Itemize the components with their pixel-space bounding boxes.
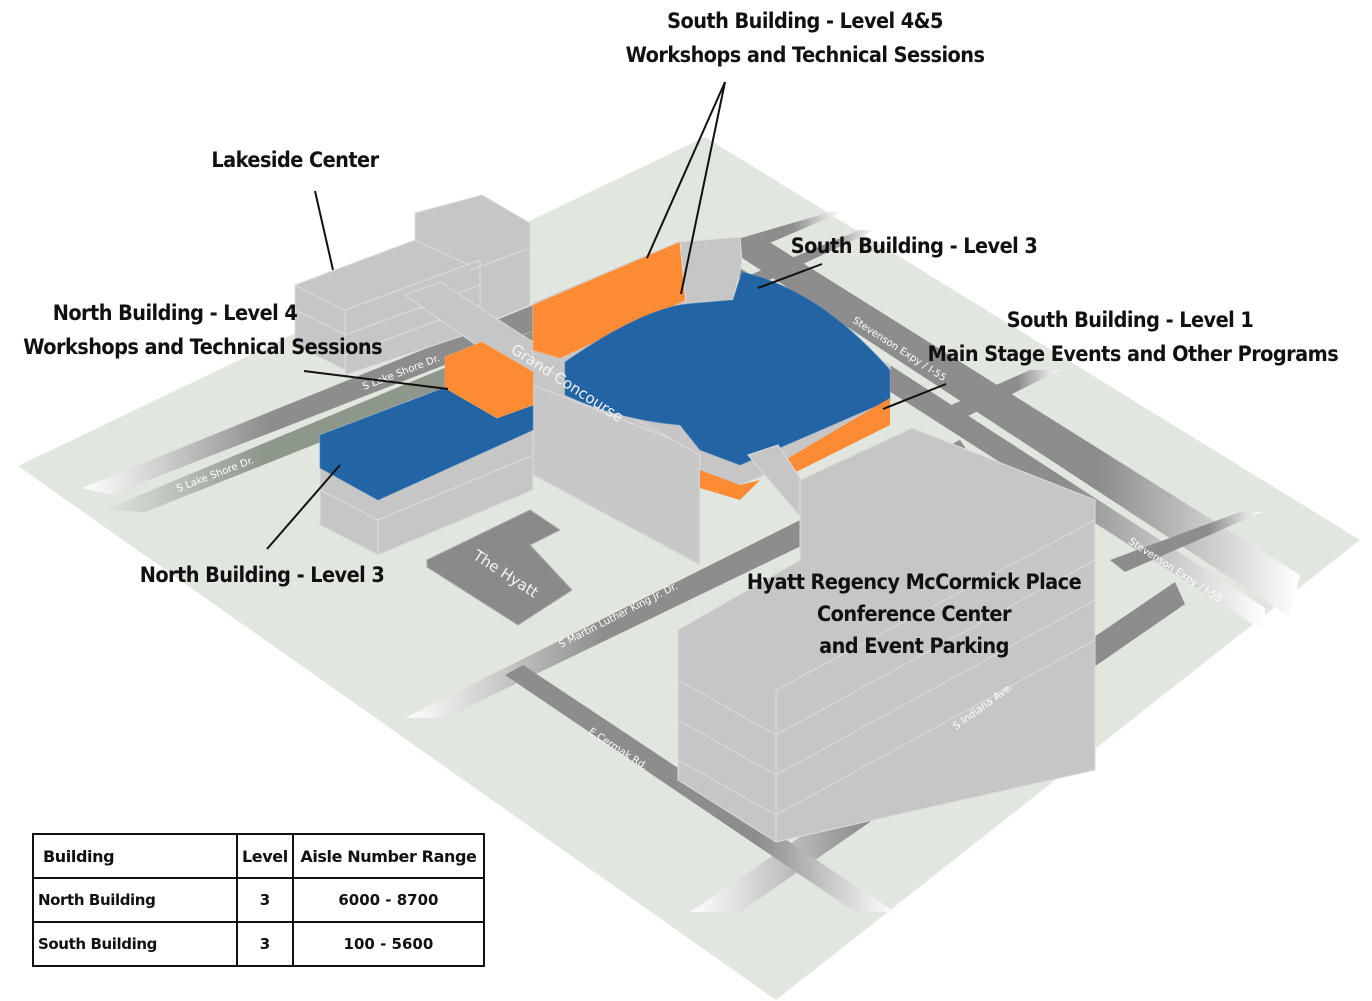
road-cross-right-1 bbox=[940, 370, 1060, 420]
callout-north-level-3-line1: North Building - Level 3 bbox=[139, 563, 385, 587]
callout-lakeside-line1: Lakeside Center bbox=[211, 148, 379, 172]
callout-north-level-3: North Building - Level 3 bbox=[133, 558, 391, 592]
header-level: Level bbox=[236, 833, 294, 879]
cell-building: North Building bbox=[32, 877, 238, 923]
cell-building: South Building bbox=[32, 921, 238, 967]
callout-south-level-1-line1: South Building - Level 1 bbox=[1006, 308, 1254, 332]
road-stevenson-upper bbox=[730, 235, 1300, 617]
callout-lakeside-center: Lakeside Center bbox=[194, 143, 396, 177]
callout-south-level-45: South Building - Level 4&5 Workshops and… bbox=[615, 4, 996, 72]
leader-lines bbox=[266, 81, 947, 550]
callout-hyatt-regency: Hyatt Regency McCormick Place Conference… bbox=[745, 566, 1084, 662]
south-building bbox=[532, 236, 891, 553]
callout-hyatt-regency-line2: Conference Center bbox=[817, 602, 1011, 626]
callout-south-level-1: South Building - Level 1 Main Stage Even… bbox=[927, 303, 1339, 371]
table-header-row: Building Level Aisle Number Range bbox=[32, 833, 486, 879]
callout-north-level-4: North Building - Level 4 Workshops and T… bbox=[23, 296, 383, 364]
road-cross-right-2 bbox=[1110, 512, 1262, 572]
callout-south-level-45-line1: South Building - Level 4&5 bbox=[667, 9, 943, 33]
callout-south-level-3-line1: South Building - Level 3 bbox=[790, 234, 1038, 258]
south-building-rotunda bbox=[679, 236, 743, 305]
callout-north-level-4-line2: Workshops and Technical Sessions bbox=[23, 335, 383, 359]
callout-south-level-3: South Building - Level 3 bbox=[782, 229, 1047, 263]
table-row: South Building 3 100 - 5600 bbox=[32, 921, 486, 967]
callout-south-level-45-line2: Workshops and Technical Sessions bbox=[625, 43, 985, 67]
leader-north-3 bbox=[266, 464, 341, 550]
road-lake-shore-lower bbox=[104, 328, 552, 512]
leader-north-4 bbox=[303, 370, 449, 390]
north-building bbox=[319, 341, 534, 556]
leader-lakeside bbox=[314, 190, 334, 271]
header-range: Aisle Number Range bbox=[291, 833, 486, 879]
road-connector-top-2 bbox=[750, 230, 875, 282]
leader-south-1 bbox=[882, 383, 947, 410]
header-building: Building bbox=[32, 833, 238, 879]
aisle-range-table: Building Level Aisle Number Range North … bbox=[32, 833, 486, 967]
leader-south-45-a bbox=[646, 81, 726, 259]
callout-hyatt-regency-line3: and Event Parking bbox=[819, 634, 1009, 658]
cell-range: 100 - 5600 bbox=[291, 921, 486, 967]
leader-south-3 bbox=[757, 263, 823, 289]
cell-level: 3 bbox=[236, 877, 294, 923]
south-building-level-1 bbox=[785, 398, 890, 475]
cell-range: 6000 - 8700 bbox=[291, 877, 486, 923]
callout-south-level-1-line2: Main Stage Events and Other Programs bbox=[927, 342, 1339, 366]
cell-level: 3 bbox=[236, 921, 294, 967]
callout-hyatt-regency-line1: Hyatt Regency McCormick Place bbox=[746, 570, 1082, 594]
callout-north-level-4-line1: North Building - Level 4 bbox=[52, 301, 298, 325]
south-building-level-3 bbox=[564, 271, 891, 466]
leader-south-45-b bbox=[680, 81, 726, 295]
table-row: North Building 3 6000 - 8700 bbox=[32, 877, 486, 923]
hyatt-regency-building bbox=[677, 427, 1096, 843]
the-hyatt-building bbox=[426, 509, 573, 626]
